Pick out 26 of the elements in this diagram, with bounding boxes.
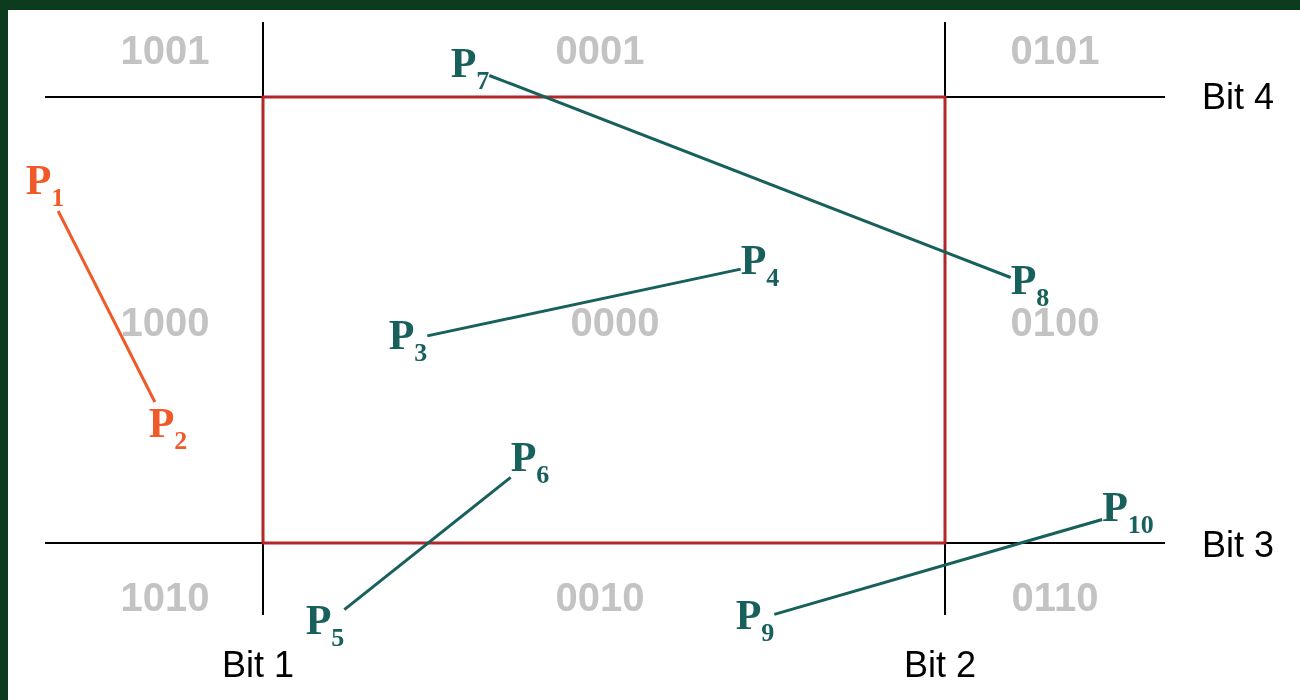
line-segment [343, 476, 512, 611]
point-label: P$_{4}$ [740, 239, 780, 291]
bit-label: Bit 4 [1202, 79, 1274, 115]
line-segment [427, 267, 741, 338]
region-code: 1001 [120, 30, 210, 70]
point-label: P$_{6}$ [510, 436, 550, 488]
region-code: 0010 [555, 577, 645, 617]
region-code: 0001 [555, 30, 645, 70]
bit-label: Bit 3 [1202, 527, 1274, 563]
region-code: 0110 [1011, 577, 1099, 617]
point-label: P$_{5}$ [305, 599, 345, 651]
region-code: 1000 [120, 302, 210, 342]
region-code: 1010 [120, 577, 210, 617]
region-code: 0000 [570, 302, 660, 342]
point-label: P$_{7}$ [450, 42, 490, 94]
point-label: P$_{10}$ [1102, 486, 1154, 538]
point-label: P$_{9}$ [735, 594, 775, 646]
point-label: P$_{1}$ [25, 159, 65, 211]
line-segment [488, 74, 1012, 279]
line-segment [773, 518, 1103, 616]
line-segment [56, 210, 157, 403]
region-code: 0101 [1010, 30, 1100, 70]
bit-label: Bit 2 [904, 647, 976, 683]
bit-label: Bit 1 [222, 647, 294, 683]
point-label: P$_{2}$ [148, 402, 188, 454]
point-label: P$_{3}$ [388, 314, 428, 366]
